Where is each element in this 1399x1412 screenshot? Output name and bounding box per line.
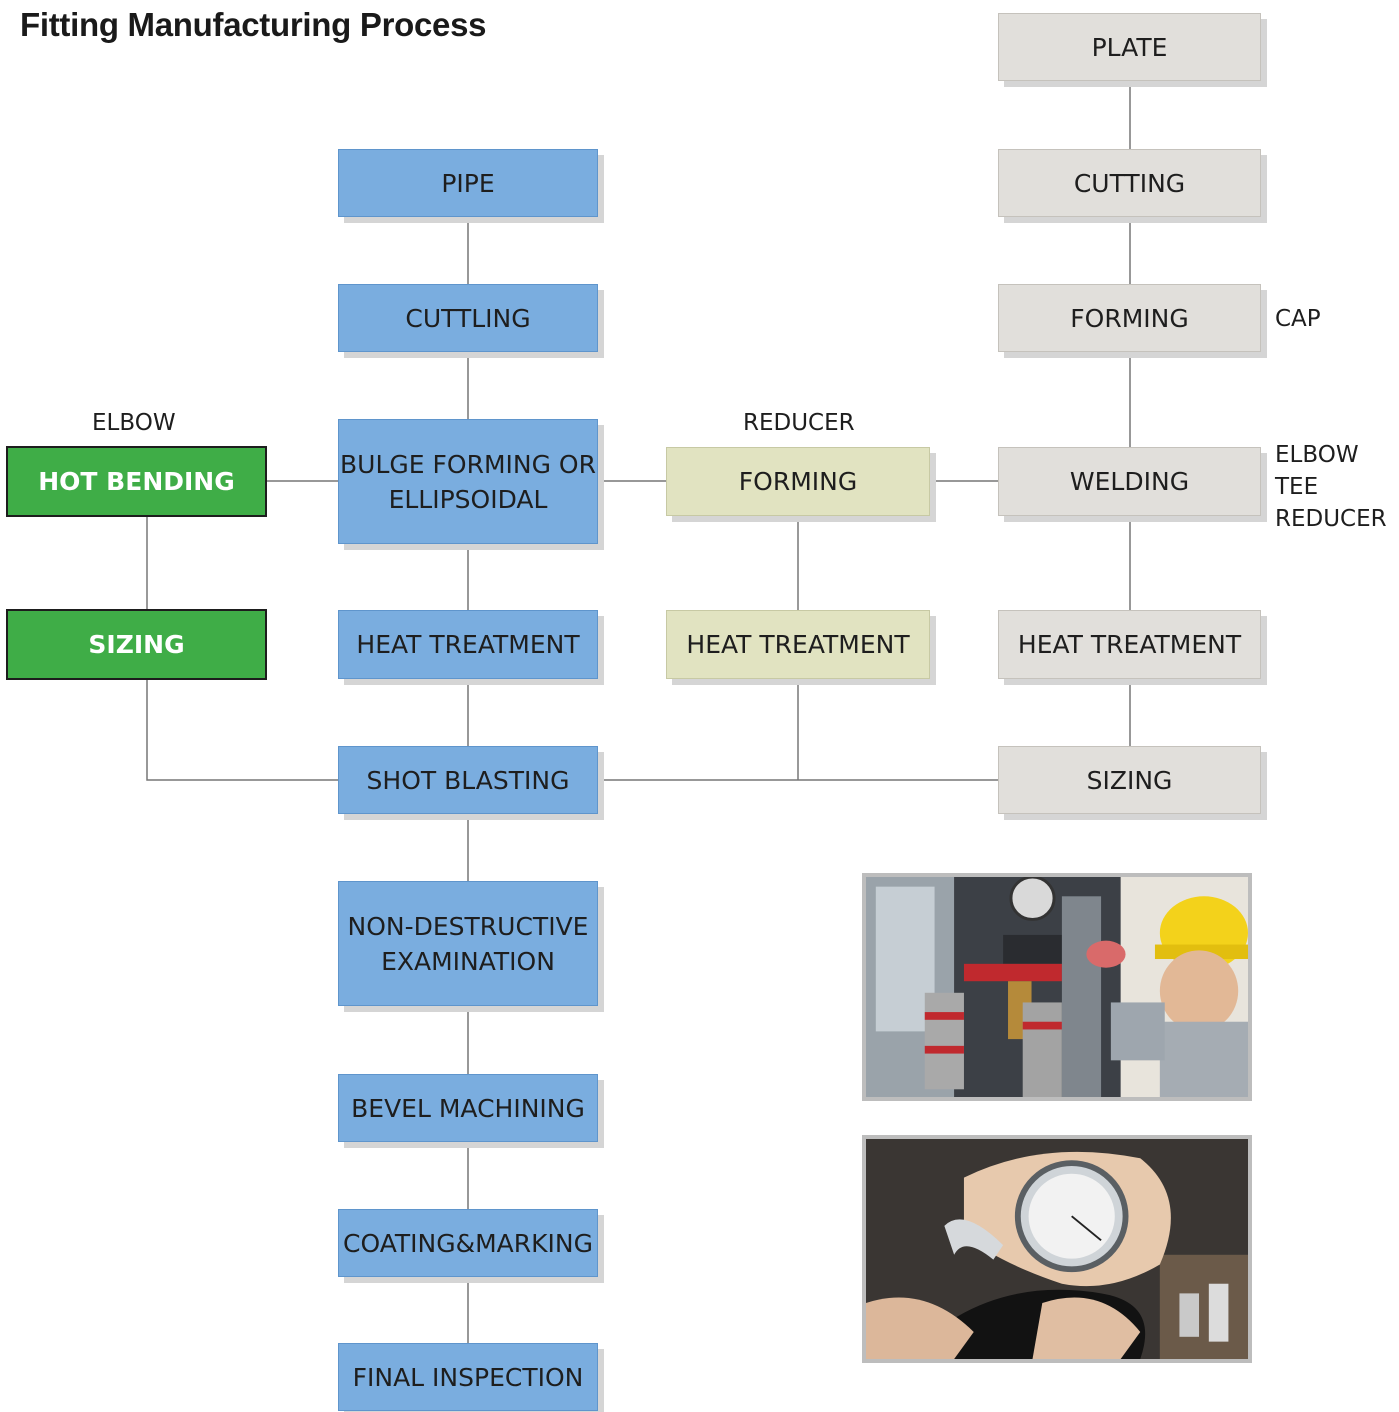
pipe-heat-treatment-box: HEAT TREATMENT <box>338 610 598 679</box>
reducer-heat-treatment-box: HEAT TREATMENT <box>666 610 930 679</box>
dial-caliper-measurement-photo <box>862 1135 1252 1363</box>
coating-marking-label: COATING&MARKING <box>343 1228 593 1258</box>
bulge-forming-box: BULGE FORMING OR ELLIPSOIDAL <box>338 419 598 544</box>
hot-bending-label: HOT BENDING <box>38 467 235 496</box>
coating-marking-box: COATING&MARKING <box>338 1209 598 1277</box>
plate-heat-treatment-box: HEAT TREATMENT <box>998 610 1261 679</box>
plate-cutting-box: CUTTING <box>998 149 1261 217</box>
plate-sizing-label: SIZING <box>1086 765 1173 795</box>
pipe-box: PIPE <box>338 149 598 217</box>
pipe-heat-treatment-label: HEAT TREATMENT <box>356 630 580 659</box>
pipe-cutting-label: CUTTLING <box>405 303 531 333</box>
hardness-testing-photo <box>862 873 1252 1101</box>
welding-label: WELDING <box>1069 467 1190 496</box>
welding-note-reducer: REDUCER <box>1275 506 1387 532</box>
bulge-forming-label-line2: ELLIPSOIDAL <box>388 484 548 514</box>
plate-label: PLATE <box>1091 32 1168 62</box>
reducer-forming-label: FORMING <box>738 467 858 496</box>
nde-box: NON-DESTRUCTIVE EXAMINATION <box>338 881 598 1006</box>
reducer-forming-box: FORMING <box>666 447 930 516</box>
welding-box: WELDING <box>998 447 1261 516</box>
pipe-cutting-box: CUTTLING <box>338 284 598 352</box>
elbow-sizing-box: SIZING <box>6 609 267 680</box>
plate-sizing-box: SIZING <box>998 746 1261 814</box>
hot-bending-box: HOT BENDING <box>6 446 267 517</box>
reducer-heat-treatment-label: HEAT TREATMENT <box>686 630 910 659</box>
plate-heat-treatment-label: HEAT TREATMENT <box>1017 630 1242 659</box>
nde-label-line1: NON-DESTRUCTIVE <box>347 911 589 941</box>
shot-blasting-label: SHOT BLASTING <box>366 765 570 795</box>
final-inspection-box: FINAL INSPECTION <box>338 1343 598 1411</box>
reducer-branch-label: REDUCER <box>743 410 855 436</box>
plate-cutting-label: CUTTING <box>1073 168 1186 198</box>
bevel-machining-label: BEVEL MACHINING <box>351 1093 585 1123</box>
elbow-branch-label: ELBOW <box>92 410 176 436</box>
bulge-forming-label-line1: BULGE FORMING OR <box>340 449 596 479</box>
plate-box: PLATE <box>998 13 1261 81</box>
welding-note-tee: TEE <box>1275 474 1319 500</box>
plate-forming-label: FORMING <box>1070 303 1189 333</box>
cap-note: CAP <box>1275 306 1321 332</box>
shot-blasting-box: SHOT BLASTING <box>338 746 598 814</box>
page-title: Fitting Manufacturing Process <box>20 6 487 43</box>
welding-note-elbow: ELBOW <box>1275 442 1359 468</box>
bevel-machining-box: BEVEL MACHINING <box>338 1074 598 1142</box>
nde-label-line2: EXAMINATION <box>381 946 555 976</box>
final-inspection-label: FINAL INSPECTION <box>352 1362 584 1392</box>
elbow-sizing-label: SIZING <box>88 630 185 659</box>
pipe-label: PIPE <box>441 168 495 198</box>
plate-forming-box: FORMING <box>998 284 1261 352</box>
welding-notes: ELBOW TEE REDUCER <box>1275 439 1387 535</box>
